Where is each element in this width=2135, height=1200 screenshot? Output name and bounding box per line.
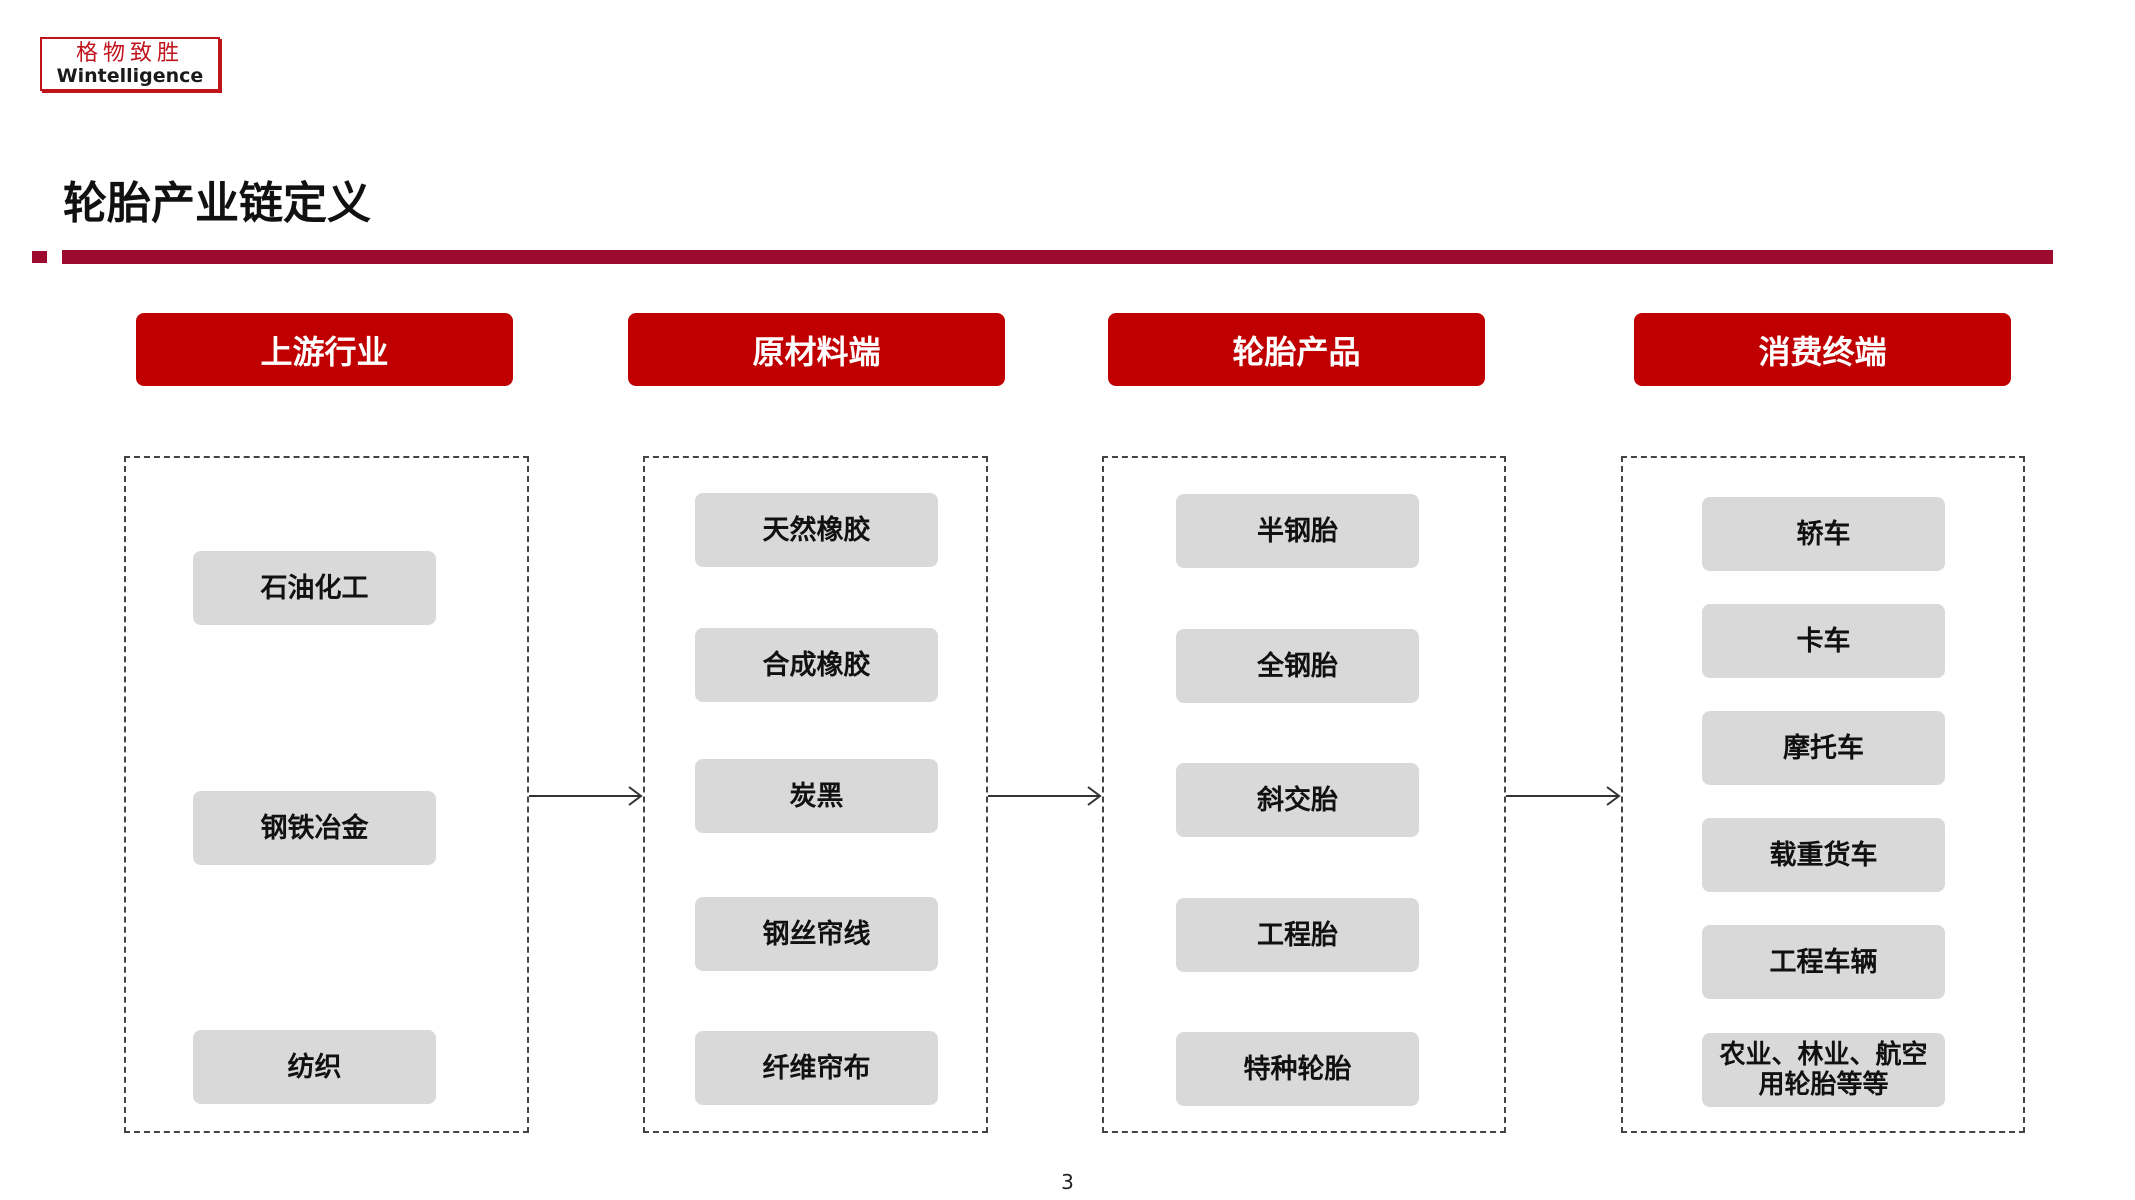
raw-material-item: 炭黑 [695,759,938,833]
consumer-item: 轿车 [1702,497,1945,571]
stage-header-raw-materials: 原材料端 [628,313,1005,386]
consumer-item: 工程车辆 [1702,925,1945,999]
upstream-item: 纺织 [193,1030,436,1104]
flow-arrow-3 [1506,786,1621,806]
tire-product-item: 工程胎 [1176,898,1419,972]
stage-column-upstream: 石油化工 钢铁冶金 纺织 [124,456,529,1133]
raw-material-item: 纤维帘布 [695,1031,938,1105]
logo-english-text: Wintelligence [56,65,204,87]
flow-arrow-1 [529,786,643,806]
consumer-item: 农业、林业、航空 用轮胎等等 [1702,1033,1945,1107]
title-rule [62,250,2053,264]
stage-header-upstream: 上游行业 [136,313,513,386]
consumer-item: 卡车 [1702,604,1945,678]
page-number: 3 [1061,1170,1074,1194]
logo-chinese-text: 格物致胜 [75,41,184,66]
upstream-item: 石油化工 [193,551,436,625]
stage-column-consumer-end: 轿车 卡车 摩托车 载重货车 工程车辆 农业、林业、航空 用轮胎等等 [1621,456,2025,1133]
title-rule-marker [32,251,47,263]
stage-column-raw-materials: 天然橡胶 合成橡胶 炭黑 钢丝帘线 纤维帘布 [643,456,988,1133]
consumer-item: 载重货车 [1702,818,1945,892]
tire-product-item: 特种轮胎 [1176,1032,1419,1106]
logo: 格物致胜 Wintelligence [40,37,220,91]
tire-product-item: 半钢胎 [1176,494,1419,568]
raw-material-item: 钢丝帘线 [695,897,938,971]
stage-column-tire-products: 半钢胎 全钢胎 斜交胎 工程胎 特种轮胎 [1102,456,1506,1133]
tire-product-item: 全钢胎 [1176,629,1419,703]
tire-product-item: 斜交胎 [1176,763,1419,837]
upstream-item: 钢铁冶金 [193,791,436,865]
raw-material-item: 天然橡胶 [695,493,938,567]
stage-header-tire-products: 轮胎产品 [1108,313,1485,386]
stage-header-consumer-end: 消费终端 [1634,313,2011,386]
page-title: 轮胎产业链定义 [63,178,371,229]
consumer-item: 摩托车 [1702,711,1945,785]
flow-arrow-2 [988,786,1102,806]
raw-material-item: 合成橡胶 [695,628,938,702]
